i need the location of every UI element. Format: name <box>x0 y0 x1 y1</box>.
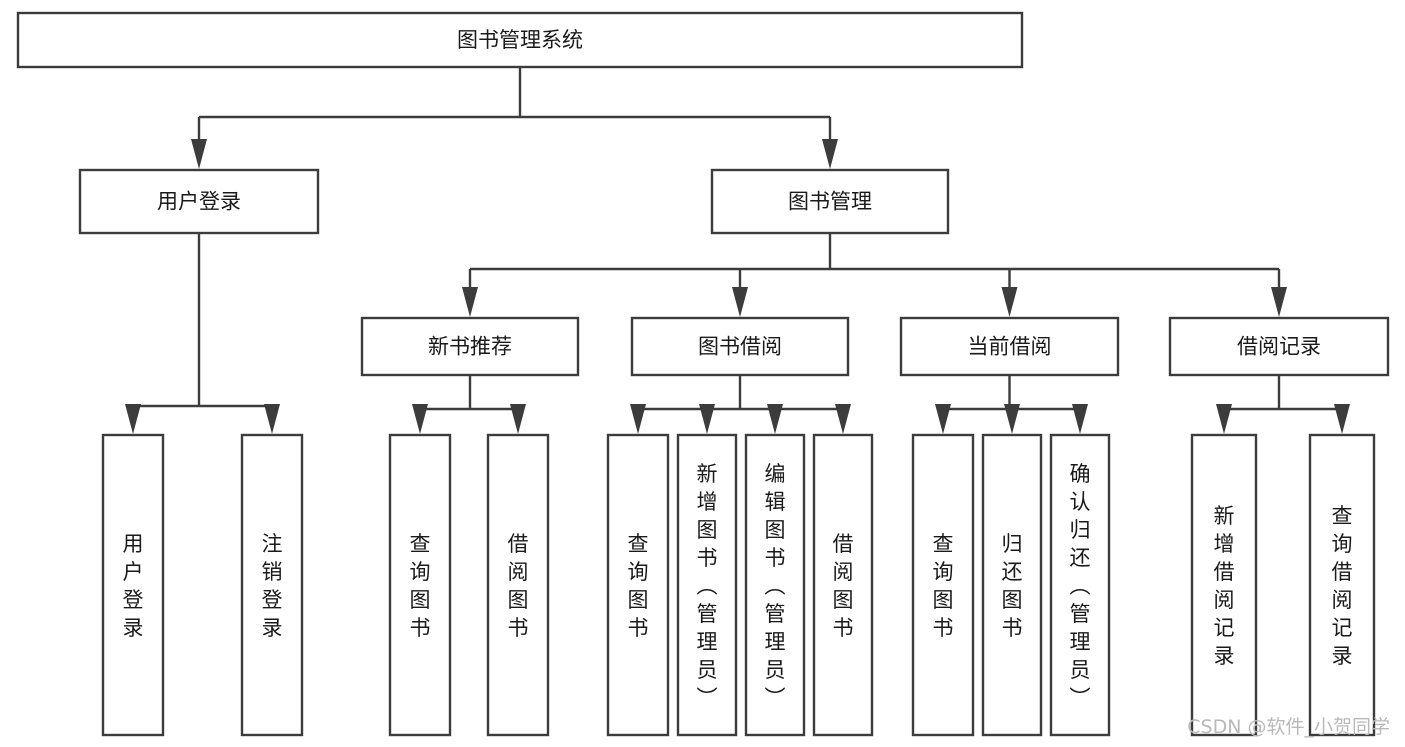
node-label-login-1: 用户登录 <box>123 532 144 640</box>
node-box-login-1[interactable] <box>101 433 165 737</box>
node-current[interactable]: 当前借阅 <box>899 316 1120 377</box>
node-box-current[interactable] <box>899 316 1120 377</box>
node-label-borrow-3: 编辑图书︵管理员︶ <box>765 462 786 710</box>
node-record-1[interactable]: 新增借阅记录 <box>1190 433 1258 737</box>
node-box-login-2[interactable] <box>240 433 304 737</box>
node-label-login: 用户登录 <box>157 190 241 214</box>
node-bookmgr[interactable]: 图书管理 <box>710 168 950 235</box>
node-root[interactable]: 图书管理系统 <box>16 11 1024 69</box>
node-newbook-2[interactable]: 借阅图书 <box>486 433 550 737</box>
node-borrow-1[interactable]: 查询图书 <box>606 433 670 737</box>
node-borrow[interactable]: 图书借阅 <box>630 316 850 377</box>
node-box-current-3[interactable] <box>1049 433 1111 737</box>
node-box-record-2[interactable] <box>1308 433 1376 737</box>
node-current-2[interactable]: 归还图书 <box>981 433 1043 737</box>
node-current-1[interactable]: 查询图书 <box>911 433 975 737</box>
node-newbook[interactable]: 新书推荐 <box>360 316 580 377</box>
node-label-root: 图书管理系统 <box>457 28 583 52</box>
node-label-newbook: 新书推荐 <box>428 335 512 359</box>
node-label-borrow-1: 查询图书 <box>628 532 649 640</box>
csdn-watermark: CSDN @软件_小贺同学 <box>1187 716 1390 738</box>
node-box-borrow-3[interactable] <box>744 433 806 737</box>
node-box-borrow[interactable] <box>630 316 850 377</box>
node-box-record-1[interactable] <box>1190 433 1258 737</box>
node-box-newbook[interactable] <box>360 316 580 377</box>
node-label-record-2: 查询借阅记录 <box>1332 504 1353 668</box>
node-label-borrow-2: 新增图书︵管理员︶ <box>697 462 718 710</box>
node-box-borrow-4[interactable] <box>812 433 874 737</box>
node-record-2[interactable]: 查询借阅记录 <box>1308 433 1376 737</box>
node-box-login[interactable] <box>78 168 320 235</box>
node-borrow-4[interactable]: 借阅图书 <box>812 433 874 737</box>
node-login-1[interactable]: 用户登录 <box>101 433 165 737</box>
node-label-login-2: 注销登录 <box>262 532 283 640</box>
node-box-current-2[interactable] <box>981 433 1043 737</box>
node-box-layer: 图书管理系统用户登录图书管理新书推荐图书借阅当前借阅借阅记录用户登录注销登录查询… <box>16 11 1390 737</box>
node-label-record: 借阅记录 <box>1237 335 1321 359</box>
node-borrow-3[interactable]: 编辑图书︵管理员︶ <box>744 433 806 737</box>
node-label-current-2: 归还图书 <box>1002 532 1023 640</box>
node-box-newbook-1[interactable] <box>388 433 452 737</box>
connector-layer <box>125 67 1350 434</box>
node-label-newbook-1: 查询图书 <box>410 532 431 640</box>
node-label-current: 当前借阅 <box>968 335 1052 359</box>
node-label-current-3: 确认归还︵管理员︶ <box>1070 462 1091 710</box>
node-label-bookmgr: 图书管理 <box>788 190 872 214</box>
node-current-3[interactable]: 确认归还︵管理员︶ <box>1049 433 1111 737</box>
node-label-record-1: 新增借阅记录 <box>1214 504 1235 668</box>
node-box-borrow-2[interactable] <box>676 433 738 737</box>
node-box-bookmgr[interactable] <box>710 168 950 235</box>
node-record[interactable]: 借阅记录 <box>1168 316 1390 377</box>
node-borrow-2[interactable]: 新增图书︵管理员︶ <box>676 433 738 737</box>
node-label-newbook-2: 借阅图书 <box>508 532 529 640</box>
node-login-2[interactable]: 注销登录 <box>240 433 304 737</box>
node-box-record[interactable] <box>1168 316 1390 377</box>
node-label-current-1: 查询图书 <box>933 532 954 640</box>
node-label-borrow: 图书借阅 <box>698 335 782 359</box>
node-box-newbook-2[interactable] <box>486 433 550 737</box>
node-label-borrow-4: 借阅图书 <box>833 532 854 640</box>
node-box-root[interactable] <box>16 11 1024 69</box>
node-login[interactable]: 用户登录 <box>78 168 320 235</box>
node-newbook-1[interactable]: 查询图书 <box>388 433 452 737</box>
node-box-current-1[interactable] <box>911 433 975 737</box>
node-box-borrow-1[interactable] <box>606 433 670 737</box>
